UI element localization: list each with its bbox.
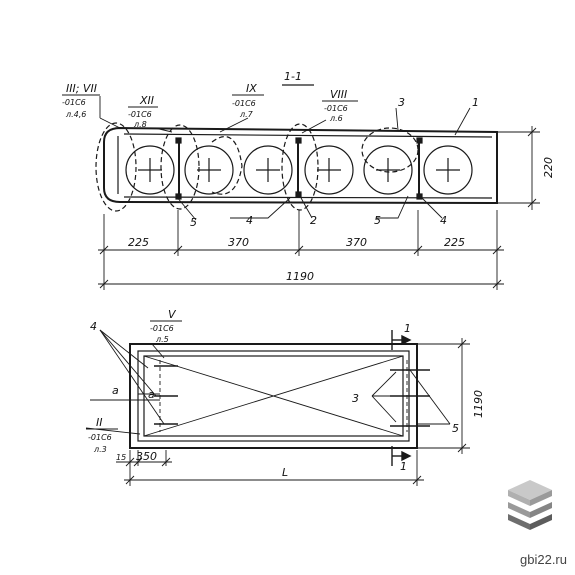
svg-text:VIII: VIII — [330, 88, 347, 101]
callout-iii-vii: III; VII -01C6 л.4,6 — [62, 82, 100, 119]
cut-label-bottom: 1 — [400, 460, 407, 473]
section-title: 1-1 — [284, 70, 302, 83]
label-1: 1 — [472, 96, 479, 109]
plan-dim-length: L — [282, 466, 288, 479]
void-1 — [125, 145, 175, 195]
void-6 — [423, 145, 473, 195]
plan-label-4: 4 — [90, 320, 97, 333]
plan-label-a1: a — [112, 384, 119, 397]
svg-text:л.6: л.6 — [329, 114, 343, 123]
dim-225-left: 225 — [128, 236, 149, 249]
svg-text:л.5: л.5 — [155, 335, 169, 344]
leader-4b — [419, 195, 443, 219]
label-3: 3 — [398, 96, 405, 109]
plan-dashed-lines — [159, 360, 408, 432]
svg-text:V: V — [168, 308, 177, 321]
svg-text:л.7: л.7 — [239, 110, 254, 119]
svg-text:III; VII: III; VII — [66, 82, 97, 95]
leader-1 — [454, 107, 471, 136]
dim-370-b: 370 — [346, 236, 367, 249]
frame-bars — [175, 137, 423, 200]
plan-dim-bottom — [116, 450, 424, 486]
leader-5b — [376, 195, 409, 219]
void-5 — [363, 145, 413, 195]
cut-label-top: 1 — [404, 322, 411, 335]
label-4b: 4 — [440, 214, 447, 227]
label-5a: 5 — [190, 216, 197, 229]
plan-label-5: 5 — [452, 422, 459, 435]
void-2 — [184, 145, 234, 195]
svg-text:л.8: л.8 — [133, 120, 147, 129]
svg-text:II: II — [96, 416, 103, 429]
callout-v: V -01C6 л.5 — [150, 308, 182, 344]
callout-leader-3 — [219, 117, 249, 133]
callout-xii: XII -01C6 л.8 — [128, 94, 158, 129]
plan-dim-width-value: 1190 — [472, 390, 485, 418]
void-3 — [243, 145, 293, 195]
svg-text:-01C6: -01C6 — [62, 98, 86, 107]
plan-diagonal-2 — [143, 355, 404, 437]
leader-5a — [175, 195, 197, 221]
label-5b: 5 — [374, 214, 381, 227]
callout-leader-1 — [99, 96, 121, 129]
svg-text:-01C6: -01C6 — [128, 110, 152, 119]
dim-chain — [98, 210, 504, 290]
leader-3 — [395, 107, 399, 131]
watermark-text: gbi22.ru — [520, 552, 567, 567]
dim-total: 1190 — [286, 270, 314, 283]
svg-text:IX: IX — [246, 82, 257, 95]
svg-text:-01C6: -01C6 — [324, 104, 348, 113]
plan-dim-width — [417, 338, 470, 454]
cut-marks — [391, 330, 412, 466]
label-2: 2 — [310, 214, 317, 227]
callout-viii: VIII -01C6 л.6 — [322, 88, 358, 123]
svg-text:л.4,6: л.4,6 — [65, 110, 86, 119]
detail-ellipses — [95, 122, 419, 212]
plan-label-3: 3 — [352, 392, 359, 405]
dim-height-value: 220 — [542, 157, 555, 178]
plan-dim-350: 350 — [136, 450, 157, 463]
leader-2 — [299, 195, 313, 219]
void-4 — [304, 145, 354, 195]
plan-label-a2: a — [148, 388, 155, 401]
svg-text:-01C6: -01C6 — [232, 99, 256, 108]
leader-4a — [230, 197, 291, 219]
svg-text:л.3: л.3 — [93, 445, 107, 454]
callout-leader-4 — [301, 119, 327, 134]
slab-outline — [103, 126, 498, 205]
dim-370-a: 370 — [228, 236, 249, 249]
watermark-logo-icon — [508, 480, 552, 530]
svg-text:-01C6: -01C6 — [150, 324, 174, 333]
svg-text:-01C6: -01C6 — [88, 433, 112, 442]
plan-leaders — [85, 329, 451, 435]
callout-ii: II -01C6 л.3 — [86, 416, 118, 454]
label-4a: 4 — [246, 214, 253, 227]
callout-ix: IX -01C6 л.7 — [232, 82, 264, 119]
rebar-top — [123, 133, 493, 138]
plan-dim-15: 15 — [116, 453, 126, 462]
svg-text:XII: XII — [139, 94, 154, 107]
dim-225-right: 225 — [444, 236, 465, 249]
rebar-bottom — [123, 196, 493, 199]
dim-height — [497, 126, 540, 210]
callout-leader-2 — [154, 127, 173, 133]
